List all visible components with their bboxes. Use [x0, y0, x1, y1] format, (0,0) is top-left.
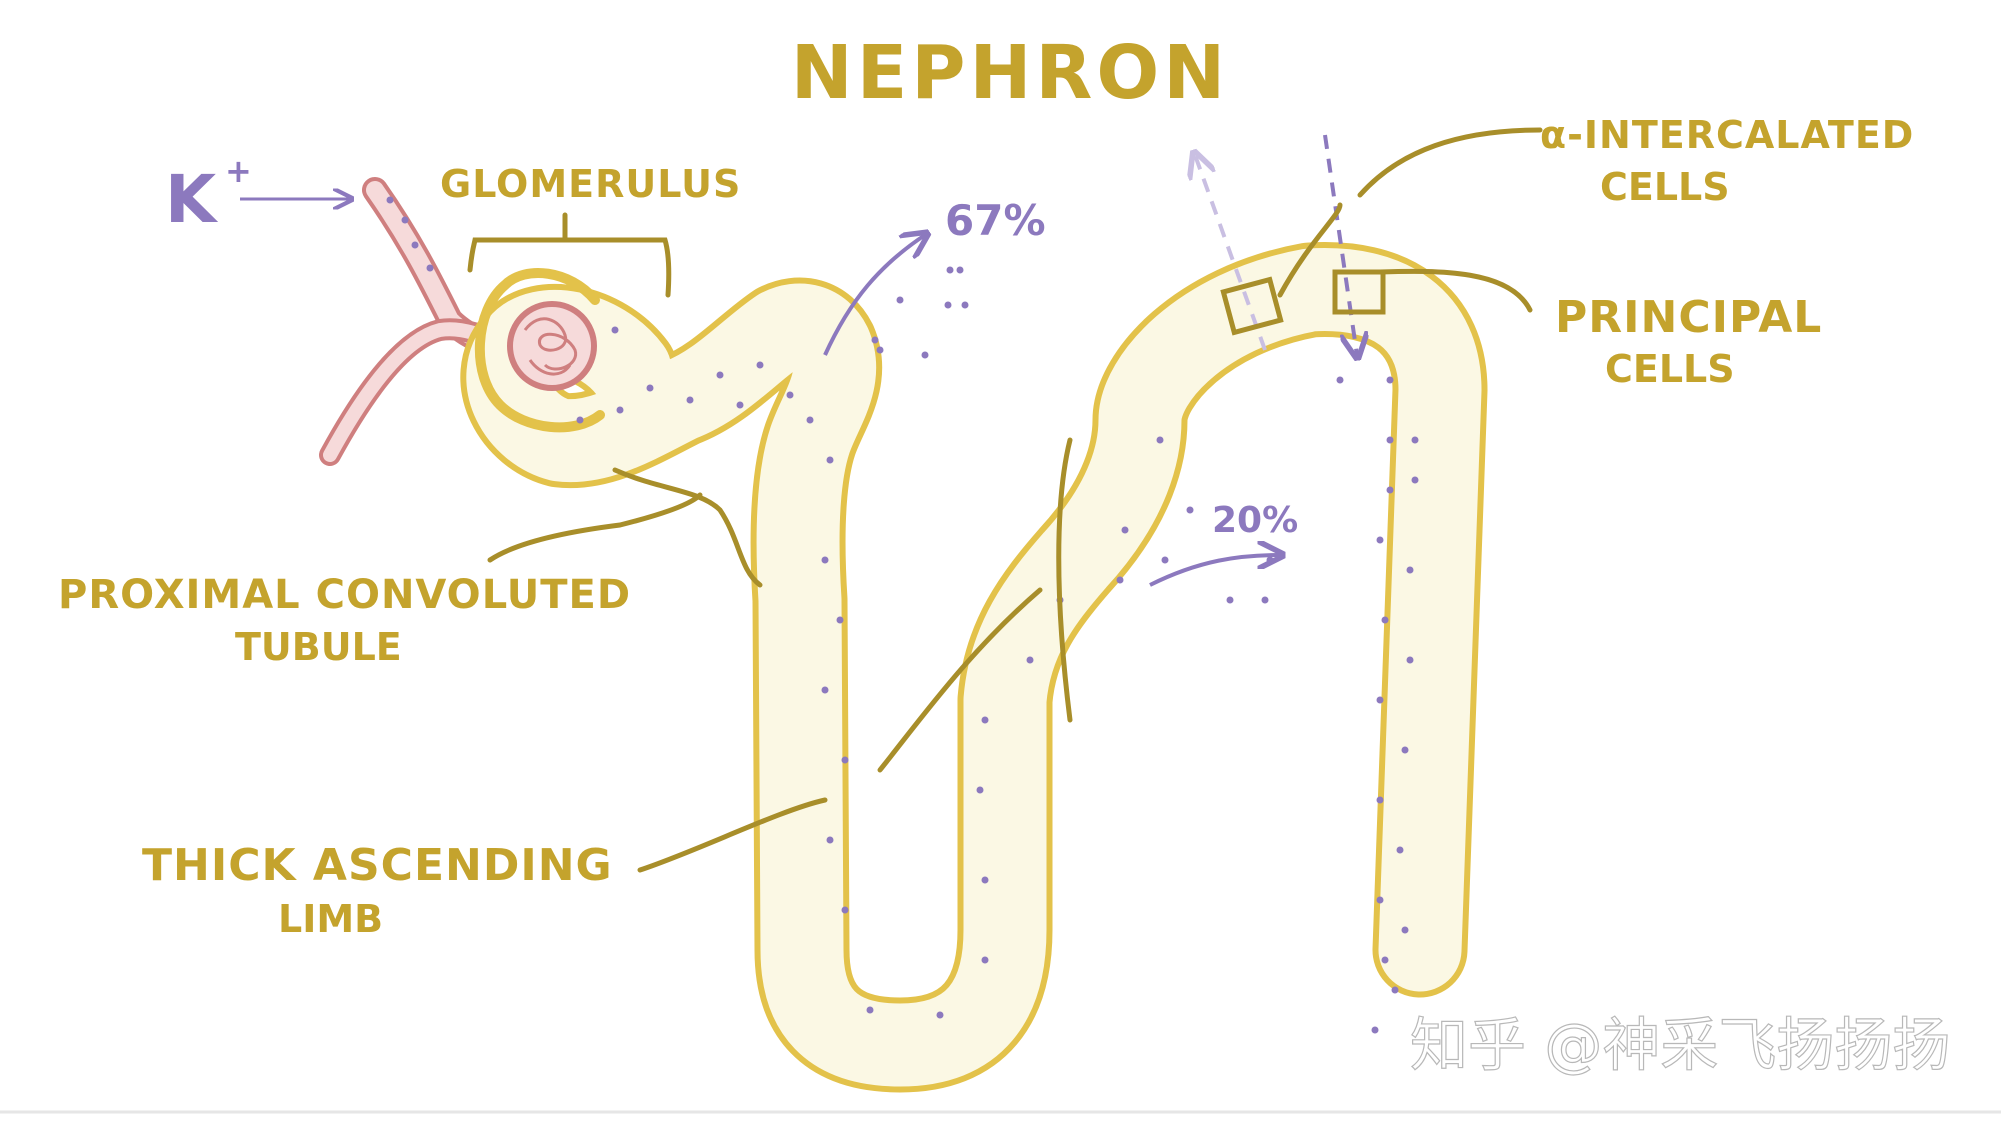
arrows: [240, 134, 1357, 587]
pointer-lines: [467, 127, 1543, 873]
loop-reabsorption-percent: 20%: [1212, 500, 1298, 541]
proximal-reabsorption-percent: 67%: [945, 196, 1046, 245]
cell-box-icon: [1332, 269, 1386, 315]
arrow-icon: [1195, 155, 1267, 351]
proximal-label-line2: TUBULE: [235, 625, 402, 669]
arrow-icon: [823, 235, 925, 356]
proximal-label-line1: PROXIMAL CONVOLUTED: [58, 572, 631, 618]
tubule: [460, 242, 1488, 1093]
glomerulus-label: GLOMERULUS: [440, 162, 741, 206]
labels: NEPHRON K + GLOMERULUS PROXIMAL CONVOLUT…: [58, 30, 1951, 1080]
potassium-charge: +: [225, 152, 252, 190]
cell-box-icon: [1220, 276, 1284, 336]
potassium-dots: [386, 196, 1419, 1034]
thick-ascending-label-line2: LIMB: [278, 897, 383, 941]
potassium-label: K: [165, 161, 219, 238]
principal-label-line1: PRINCIPAL: [1555, 292, 1822, 343]
bowman-capsule: [474, 268, 605, 433]
watermark: 知乎 @神采飞扬扬扬: [1410, 1011, 1950, 1079]
collecting-duct-cells: [1220, 269, 1386, 336]
thick-ascending-label-line1: THICK ASCENDING: [142, 840, 613, 891]
principal-label-line2: CELLS: [1605, 347, 1735, 391]
arrow-icon: [1323, 134, 1357, 355]
title: NEPHRON: [791, 30, 1229, 116]
alpha-intercalated-label-line1: α-INTERCALATED: [1540, 113, 1914, 157]
alpha-intercalated-label-line2: CELLS: [1600, 165, 1730, 209]
arrow-icon: [1149, 555, 1280, 587]
